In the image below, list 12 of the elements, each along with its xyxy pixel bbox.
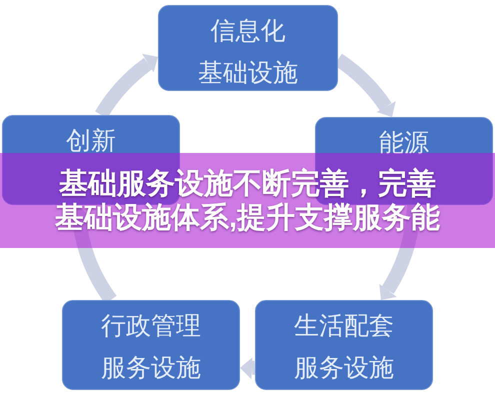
process-box bbox=[62, 300, 240, 390]
process-box bbox=[158, 5, 338, 91]
box-label: 服务设施 bbox=[294, 354, 394, 382]
box-label: 行政管理 bbox=[101, 312, 201, 340]
process-box bbox=[255, 300, 433, 390]
box-label: 生活配套 bbox=[294, 312, 394, 340]
box-label: 服务设施 bbox=[101, 354, 201, 382]
box-label: 基础设施 bbox=[198, 59, 298, 87]
box-label: 能源 bbox=[379, 129, 429, 157]
cycle-arrow bbox=[240, 357, 256, 380]
box-label: 创新 bbox=[66, 127, 116, 155]
box-label: 信息化 bbox=[210, 17, 286, 45]
